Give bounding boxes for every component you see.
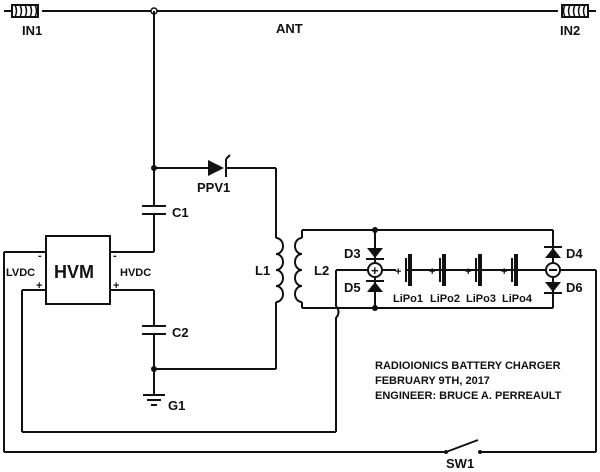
- sw1-switch-icon: [444, 439, 482, 454]
- lipo1-plus: +: [395, 266, 401, 278]
- lipo4-battery-icon: [511, 254, 518, 286]
- lipo1-battery-icon: [396, 254, 412, 286]
- d6-diode-icon: [544, 282, 562, 294]
- lipo3-label: LiPo3: [466, 293, 496, 305]
- c2-capacitor-icon: [142, 325, 166, 335]
- l1-coil-icon: [275, 237, 284, 303]
- lvdc-plus-up-wire: [335, 270, 340, 432]
- hvm-label: HVM: [54, 262, 94, 282]
- d3-label: D3: [344, 246, 361, 261]
- c2-label: C2: [172, 325, 189, 340]
- g1-label: G1: [168, 398, 185, 413]
- in1-label: IN1: [22, 23, 42, 38]
- title-line-2: FEBRUARY 9TH, 2017: [375, 375, 490, 387]
- hvm-hvdc-plus: +: [113, 280, 119, 292]
- hvm-module: [45, 235, 111, 305]
- ppv1-label: PPV1: [197, 180, 230, 195]
- lipo2-label: LiPo2: [430, 293, 460, 305]
- sw1-label: SW1: [446, 456, 474, 471]
- d6-label: D6: [566, 280, 583, 295]
- title-line-3: ENGINEER: BRUCE A. PERREAULT: [375, 390, 562, 402]
- ppv1-diode-icon: [208, 154, 231, 177]
- lipo2-battery-icon: [439, 254, 446, 286]
- hvdc-label: HVDC: [120, 267, 151, 279]
- c1-label: C1: [172, 205, 189, 220]
- battery-plus-node-sign: +: [371, 263, 379, 278]
- lipo3-battery-icon: [475, 254, 482, 286]
- l2-label: L2: [314, 263, 329, 278]
- lipo1-label: LiPo1: [393, 293, 423, 305]
- ant-label: ANT: [276, 21, 303, 36]
- lvdc-label: LVDC: [6, 267, 35, 279]
- hvm-lvdc-minus: -: [38, 250, 42, 262]
- c1-capacitor-icon: [142, 205, 166, 215]
- d4-diode-icon: [544, 246, 562, 258]
- lipo3-plus: +: [465, 266, 471, 278]
- hvm-lvdc-plus: +: [36, 280, 42, 292]
- in2-label: IN2: [560, 23, 580, 38]
- lipo2-plus: +: [429, 266, 435, 278]
- hvm-hvdc-minus: -: [113, 250, 117, 262]
- d3-diode-icon: [366, 248, 384, 260]
- title-line-1: RADIOIONICS BATTERY CHARGER: [375, 360, 561, 372]
- d5-diode-icon: [366, 280, 384, 292]
- in1-connector-icon: [4, 4, 39, 18]
- l1-label: L1: [255, 263, 270, 278]
- in2-connector-icon: [561, 4, 596, 18]
- ground-icon: [143, 394, 165, 406]
- d5-label: D5: [344, 280, 361, 295]
- lipo4-label: LiPo4: [502, 293, 533, 305]
- d4-label: D4: [566, 246, 583, 261]
- l2-coil-icon: [294, 237, 303, 303]
- lipo4-plus: +: [501, 266, 507, 278]
